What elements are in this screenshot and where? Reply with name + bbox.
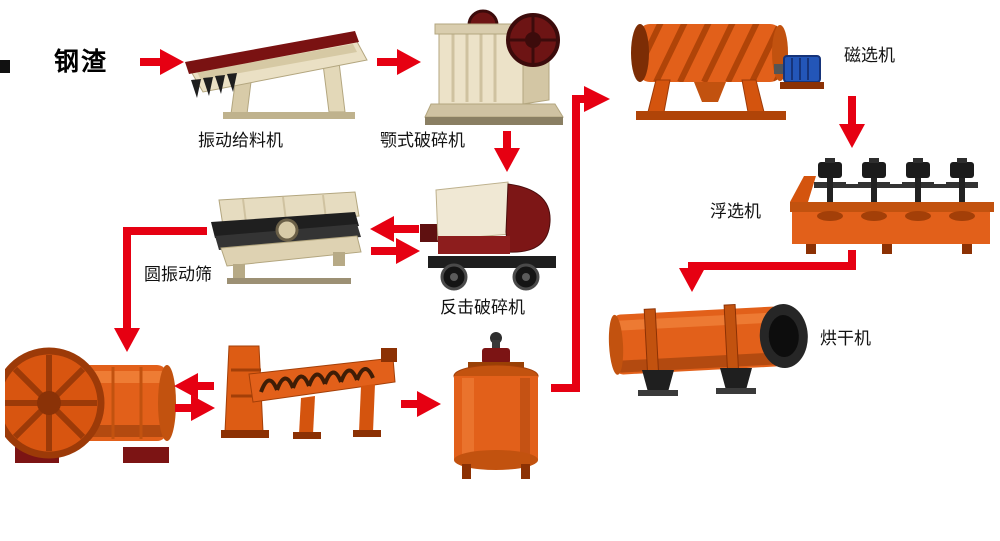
title-steel-slag: 钢渣 [54, 47, 109, 76]
label-circular-vibrating-screen: 圆振动筛 [144, 265, 212, 285]
circular-vibrating-screen-illustration [203, 190, 368, 286]
arrow-classifier-to-ball-mill [174, 373, 214, 399]
arrow-slag-to-feeder [140, 49, 184, 75]
arrow-screen-to-impact-crusher [371, 238, 420, 264]
label-flotation-machine: 浮选机 [710, 202, 761, 222]
flotation-machine-illustration [786, 158, 998, 256]
mixing-tank-illustration [440, 330, 552, 482]
impact-crusher-illustration [420, 172, 570, 298]
label-jaw-crusher: 颚式破碎机 [380, 131, 465, 151]
magnetic-separator-illustration [622, 18, 837, 126]
ball-mill-illustration [5, 335, 177, 468]
arrow-classifier-to-mixing-tank [401, 391, 441, 417]
arrow-feeder-to-jaw-crusher [377, 49, 421, 75]
jaw-crusher-illustration [423, 4, 568, 130]
label-vibrating-feeder: 振动给料机 [198, 131, 283, 151]
label-impact-crusher: 反击破碎机 [440, 298, 525, 318]
left-edge-mark [0, 60, 10, 73]
arrow-impact-crusher-to-screen [370, 216, 419, 242]
arrow-jaw-crusher-to-impact-crusher [494, 131, 520, 172]
dryer-illustration [608, 282, 818, 398]
arrow-magnetic-separator-to-flotation [839, 96, 865, 148]
vibrating-feeder-illustration [183, 22, 375, 130]
label-magnetic-separator: 磁选机 [844, 46, 895, 66]
arrow-ball-mill-to-classifier [175, 395, 215, 421]
connector-screen-to-ball-mill [114, 227, 207, 352]
spiral-classifier-illustration [215, 340, 400, 452]
label-dryer: 烘干机 [820, 329, 871, 349]
